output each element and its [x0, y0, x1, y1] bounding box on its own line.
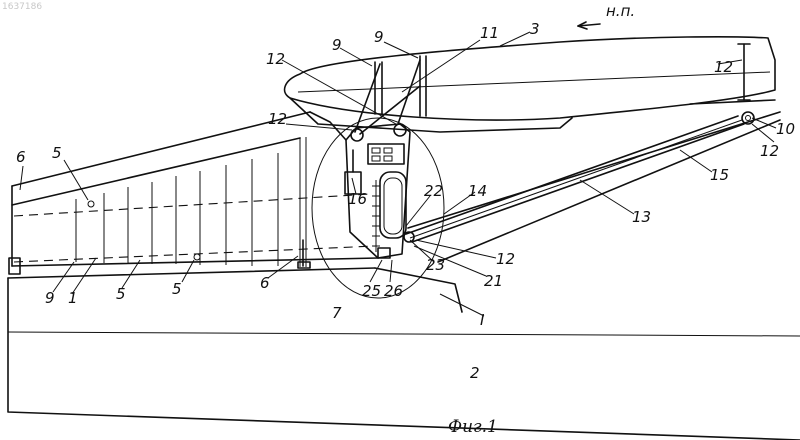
label-15: 15 [710, 166, 729, 184]
detail-circle [312, 118, 444, 298]
label-22: 22 [424, 182, 443, 200]
label-12-upper: 12 [266, 50, 285, 68]
wing-ribs [76, 137, 306, 267]
float [285, 37, 775, 132]
label-9-tail: 10 [776, 120, 795, 138]
label-12-lower: 12 [268, 110, 287, 128]
label-10: 11 [480, 24, 499, 42]
label-11: 12 [714, 58, 733, 76]
figure-caption: Фиг.1 [448, 417, 498, 437]
hull [8, 268, 800, 440]
label-I: I [480, 311, 485, 329]
label-21: 21 [484, 272, 503, 290]
flight-direction-label: н.п. [606, 2, 635, 20]
label-7: 7 [332, 304, 342, 322]
strut-fairing [408, 112, 780, 262]
label-6-left: 6 [16, 148, 26, 166]
label-14: 14 [468, 182, 487, 200]
float-struts [355, 44, 750, 134]
label-25: 25 [362, 282, 381, 300]
label-26: 26 [384, 282, 403, 300]
label-9-right: 9 [374, 28, 384, 46]
label-1: 1 [68, 289, 78, 307]
label-8: 9 [45, 289, 55, 307]
label-16: 16 [348, 190, 367, 208]
label-23: 23 [426, 256, 445, 274]
wing-panel [9, 112, 378, 274]
label-12-strut: 12 [496, 250, 515, 268]
label-5-mid: 5 [116, 285, 126, 303]
label-13: 13 [632, 208, 651, 226]
document-number: 1637186 [2, 2, 42, 12]
label-6-root: 6 [260, 274, 270, 292]
label-3: 3 [530, 20, 540, 38]
label-2: 2 [470, 364, 480, 382]
label-5-right: 5 [172, 280, 182, 298]
label-9-left: 9 [332, 36, 342, 54]
label-5-top: 5 [52, 144, 62, 162]
label-12-tail: 12 [760, 142, 779, 160]
flight-direction-arrow [578, 22, 600, 29]
